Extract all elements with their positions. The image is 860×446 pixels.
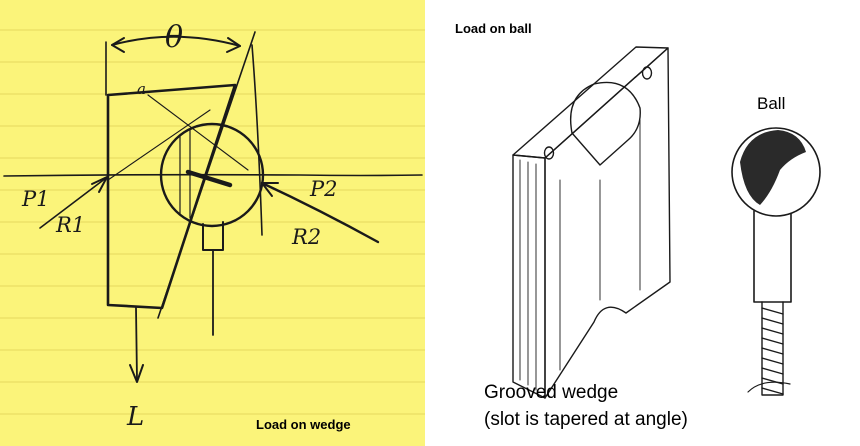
force-right-arrow [261,182,279,197]
angle-arrow-right [226,37,241,53]
wedge-side-shading [559,119,641,371]
reaction-left-label: R1 [55,213,85,237]
horizontal-reference-line [3,173,423,177]
ball-sphere [731,127,821,217]
reaction-right-label: R2 [291,225,321,249]
reaction-right-line [260,181,380,244]
ball-base-curve [747,381,791,393]
wedge-side-face [544,47,671,399]
ball-center-mark [185,169,233,188]
wedge-right-extension-line [251,44,263,236]
right-panel-load-on-ball: Load on ball Ball Grooved wedge (slot is… [455,21,821,430]
force-left-label: P1 [21,187,50,211]
force-left-arrow [91,176,108,193]
ball-stem-rect [753,210,792,303]
wedge-front-shading [519,159,537,391]
ball-hatch-lines [179,129,191,219]
ball-screw-threads [761,307,784,395]
caption-load-on-ball: Load on ball [455,21,532,36]
angle-symbol: θ [165,20,183,55]
grooved-wedge [512,46,671,399]
wedge-hole-front [543,146,555,160]
load-arrow [129,364,144,383]
wedge-groove [570,81,641,166]
ball-label: Ball [757,94,785,113]
ball-assembly [731,127,821,396]
wedge-label-line2: (slot is tapered at angle) [484,409,688,430]
angle-arrow-left [111,37,125,53]
ball-shading [740,130,806,205]
wedge-hole-back [641,66,653,80]
wedge-front-face [512,154,546,399]
yellow-paper-background [0,0,425,446]
caption-load-on-wedge: Load on wedge [256,417,351,432]
angle-dimension-arc [111,35,241,47]
thin-crossing-line-a [147,94,249,171]
left-panel-load-on-wedge: θ a P1 R1 P2 R2 L Load on wedge [0,0,425,446]
wedge-label-line1: Grooved wedge [484,382,618,403]
diagonal-construction-line [157,31,256,319]
force-right-label: P2 [309,177,338,201]
reaction-left-line [39,177,107,229]
wedge-top-face [512,46,669,159]
load-line [135,307,138,381]
point-label-a: a [137,80,146,98]
ball-circle [159,122,265,228]
thin-crossing-line-b [107,109,211,181]
load-label: L [126,402,144,432]
